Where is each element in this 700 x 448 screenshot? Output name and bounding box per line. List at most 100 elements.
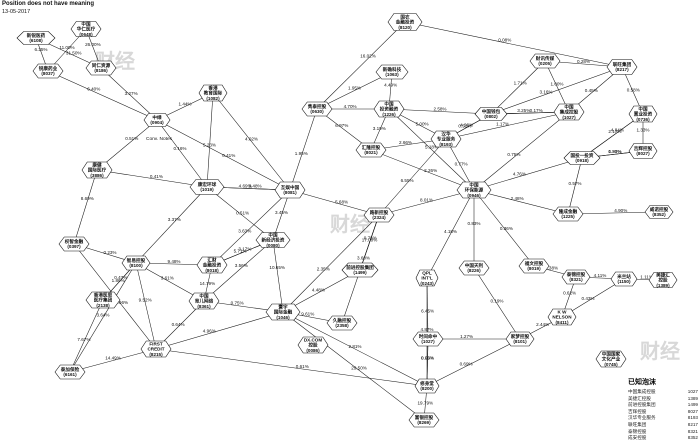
company-node: 汉华专业服务(8193) (430, 130, 462, 148)
edge-percentage-label: 3.56% (235, 263, 248, 268)
node-hexagon (297, 336, 329, 354)
ownership-edge (473, 157, 583, 191)
edge-percentage-label: 0.75% (507, 152, 520, 157)
legend-item-code: 8027 (687, 408, 698, 414)
edge-percentage-label: 0.09% (421, 356, 434, 361)
edge-percentage-label: 0.36% (500, 226, 513, 231)
node-label: 新确科技(1063) (383, 66, 402, 77)
company-node: 康宏环球(1019) (189, 179, 225, 195)
edge-percentage-label: 29.50% (351, 365, 367, 370)
node-label: 康宏环球(1019) (198, 181, 217, 192)
node-label: 路新控股(2324) (370, 209, 389, 220)
node-hexagon (644, 205, 674, 219)
edge-percentage-label: 6.97% (335, 123, 348, 128)
ownership-edge (426, 189, 475, 279)
node-hexagon (610, 271, 638, 287)
edge-percentage-label: 0.77% (455, 162, 468, 167)
node-hexagon (16, 31, 56, 45)
edge-percentage-label: 6.25% (34, 47, 47, 52)
edge-percentage-label: 0.78% (364, 235, 377, 240)
edge-percentage-label: 4.11% (594, 273, 607, 278)
company-node: 中国华仁医疗(0648) (70, 20, 102, 37)
ownership-edge (211, 189, 291, 266)
ownership-edge (426, 338, 521, 387)
edge-labels-layer: 6.25%11.00%31.50%26.00%3.27%6.40%1.44%0.… (34, 38, 652, 406)
edge-percentage-label: 4.49% (384, 83, 397, 88)
company-node: 新确科技(1063) (375, 64, 409, 80)
node-hexagon (375, 64, 409, 80)
company-node: 修身堂(8200) (414, 378, 440, 394)
node-hexagon (265, 303, 301, 321)
edge-percentage-label: 0.16% (173, 146, 186, 151)
node-label: 久融控股(2358) (333, 317, 352, 328)
edge-percentage-label: 0.19% (490, 299, 503, 304)
node-label: 中国新经济投资(0080) (262, 231, 285, 247)
ownership-edge (388, 108, 492, 115)
edge-percentage-label: 1.27% (460, 334, 473, 339)
company-node: 中国集成控股(1027) (553, 103, 585, 121)
edge-percentage-label: 3.45% (275, 210, 288, 215)
node-label: 前进控股集团(1499) (346, 264, 374, 275)
edge-percentage-label: 8.69% (81, 196, 94, 201)
node-label: 国投一投资(0918) (571, 152, 594, 163)
conv-notes-annotation: Conv. Notes (146, 136, 173, 142)
node-label: 互娱中国(8081) (281, 184, 300, 195)
edge-percentage-label: 4.96% (460, 123, 473, 128)
edge-percentage-label: 3.37% (168, 217, 181, 222)
node-hexagon (188, 292, 220, 310)
legend-item-name: 联旺集团 (628, 421, 647, 427)
node-label: 中绿(0904) (150, 114, 164, 125)
node-hexagon (387, 13, 423, 31)
node-label: 香港教育国际(1082) (203, 84, 223, 100)
node-label: 新锐医药(6108) (27, 32, 46, 43)
node-label: 智易控股(8100) (127, 257, 146, 268)
legend-item-name: 吉辉控股 (628, 408, 647, 414)
ownership-edge (473, 267, 521, 340)
ownership-edge (473, 189, 569, 215)
company-node: 汇隆控股(8021) (355, 142, 387, 158)
company-node: 家梦控股(8101) (505, 331, 535, 347)
node-label: 泰锦控股(8321) (567, 271, 586, 282)
edge-percentage-label: 3.64% (96, 313, 109, 318)
company-node: 中国新经济投资(0080) (255, 231, 291, 248)
company-node: 中国钱包(0802) (474, 107, 508, 121)
ownership-edge (370, 149, 475, 191)
edge-percentage-label: 9.48% (249, 184, 262, 189)
ownership-edge (490, 60, 546, 115)
ownership-edge (473, 189, 535, 267)
ownership-edge (206, 186, 274, 241)
ownership-edge (73, 169, 98, 245)
ownership-edge (445, 138, 475, 191)
edge-percentage-label: 9.52% (139, 298, 152, 303)
edge-percentage-label: 0.51% (458, 124, 471, 129)
edge-percentage-label: 10.65% (269, 265, 285, 270)
ownership-edge (445, 111, 570, 140)
edge-percentage-label: 3.17% (238, 247, 251, 252)
node-label: 国农金融投资(8120) (395, 13, 415, 29)
edge-percentage-label: 1.11% (640, 275, 653, 280)
node-hexagon (408, 412, 440, 428)
ownership-edge (135, 262, 157, 350)
company-node: 中国国家文化产业(0745) (595, 350, 627, 368)
node-hexagon (143, 113, 171, 127)
company-node: 联旺集团(8217) (606, 59, 638, 75)
legend-item-name: 中国集成控股 (628, 389, 656, 394)
edge-percentage-label: 0.41% (222, 153, 235, 158)
node-hexagon (474, 107, 508, 121)
node-hexagon (301, 101, 333, 117)
edge-percentage-label: 1.95% (348, 86, 361, 91)
edge-percentage-label: 3.19% (373, 126, 386, 131)
nodes-layer: 新锐医药(6108)中国华仁医疗(0648)锐康药业(8037)同仁资源(818… (16, 13, 678, 428)
node-label: 中国环保能源(0946) (465, 181, 484, 197)
edge-percentage-label: 2.48% (511, 196, 524, 201)
edge-percentage-label: 0.75% (231, 301, 244, 306)
